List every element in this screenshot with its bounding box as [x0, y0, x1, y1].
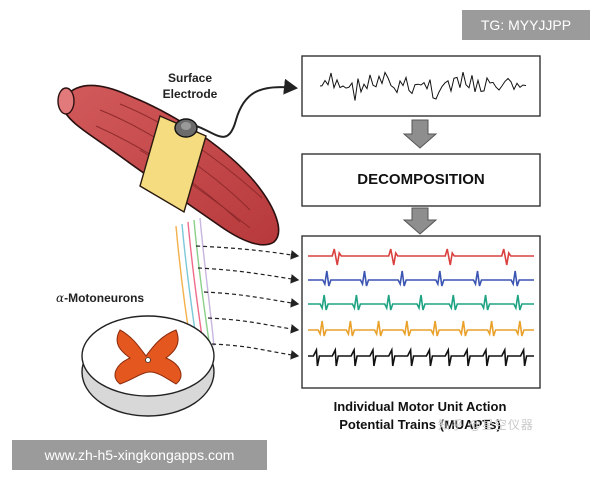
muscle-illustration: [57, 78, 298, 246]
muapt-train-5: [308, 346, 534, 367]
muapt-train-4: [308, 320, 534, 337]
gray-matter: [114, 329, 182, 385]
electrode-cable: [195, 78, 298, 138]
muapt-train-3: [308, 294, 534, 311]
motoneurons-label: α-Motoneurons: [56, 291, 145, 305]
raw-signal-panel: [301, 55, 541, 117]
dashed-arrow-2: [197, 267, 300, 284]
muapt-train-1: [308, 248, 534, 266]
dashed-arrow-3: [203, 291, 300, 308]
dashed-arrow-1: [195, 245, 300, 260]
muapt-caption: Individual Motor Unit Action Potential T…: [333, 399, 507, 432]
raw-emg-waveform: [319, 71, 527, 101]
muapt-panel: [301, 235, 541, 389]
muscle-tendon-end: [57, 87, 75, 115]
muapt-train-2: [308, 270, 534, 287]
decomposition-label: DECOMPOSITION: [357, 171, 485, 188]
dashed-arrow-4: [207, 317, 300, 334]
down-arrow-2: [402, 207, 438, 235]
watermark: 知乎 @星空仪器: [438, 418, 534, 432]
tag-top-badge: TG: MYYJJPP: [462, 10, 590, 40]
tag-bottom-url: www.zh-h5-xingkongapps.com: [12, 440, 267, 470]
dashed-arrows: [195, 245, 300, 360]
surface-electrode-label: Surface Electrode: [162, 71, 218, 101]
muapt-trains: [308, 248, 534, 367]
decomposition-box: [301, 153, 541, 207]
spinal-cord: [81, 315, 215, 417]
dashed-arrow-5: [211, 343, 300, 360]
down-arrow-1: [402, 119, 438, 149]
